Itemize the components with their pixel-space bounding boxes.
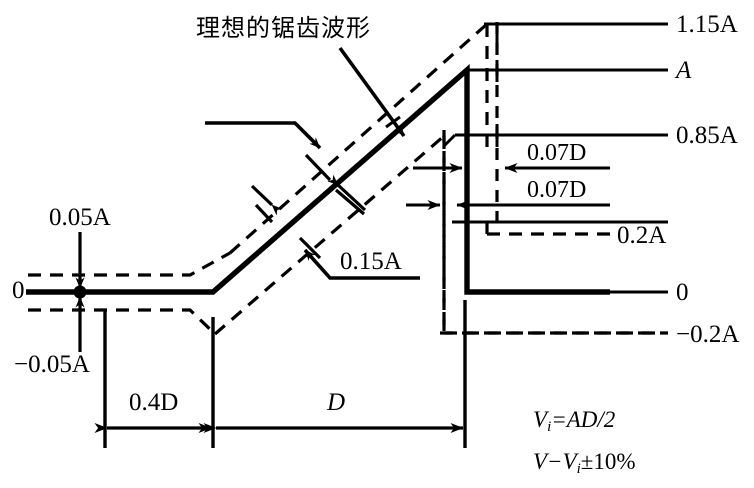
formula-tol-lead: V−V bbox=[533, 449, 577, 474]
dimension-extension-lines bbox=[103, 300, 467, 448]
formula-tol-subscript: i bbox=[576, 461, 581, 477]
upper-tolerance-envelope bbox=[28, 22, 489, 277]
envelope-hook-085a bbox=[442, 133, 457, 148]
label-015a: 0.15A bbox=[340, 248, 402, 275]
reference-level-lines bbox=[452, 22, 668, 294]
label-zero-left: 0 bbox=[12, 277, 25, 304]
formula-vi-subscript: i bbox=[547, 419, 552, 435]
formula-tol-rest: ±10% bbox=[580, 449, 636, 474]
label-085a: 0.85A bbox=[676, 122, 738, 149]
leader-015a bbox=[303, 248, 420, 280]
label-neg02a: −0.2A bbox=[676, 321, 740, 348]
leader-tick bbox=[385, 115, 401, 129]
formula-vi-rest: =AD/2 bbox=[551, 407, 616, 432]
ramp-tolerance-ticks bbox=[254, 153, 366, 260]
label-02a: 0.2A bbox=[617, 222, 667, 249]
label-115a: 1.15A bbox=[676, 11, 738, 38]
label-minus-005a: −0.05A bbox=[14, 351, 90, 378]
label-plus-005a: 0.05A bbox=[49, 204, 111, 231]
ramp-band-arrow-upper bbox=[327, 174, 367, 212]
label-04d: 0.4D bbox=[129, 389, 179, 416]
ideal-waveform-annotation: 理想的锯齿波形 bbox=[196, 14, 371, 42]
label-007d-lower: 0.07D bbox=[527, 177, 587, 203]
leader-upper-tolerance bbox=[205, 121, 322, 150]
ramp-band-arrow-lower bbox=[250, 184, 283, 216]
label-007d-upper: 0.07D bbox=[527, 140, 587, 166]
label-a: A bbox=[676, 57, 692, 84]
formula-tolerance: V−Vi±10% bbox=[533, 450, 636, 477]
ideal-sawtooth-trace bbox=[26, 64, 610, 295]
formula-vi: Vi=AD/2 bbox=[533, 408, 615, 435]
formula-vi-v: V bbox=[533, 407, 548, 432]
origin-dot bbox=[73, 285, 87, 299]
label-zero-right: 0 bbox=[676, 279, 689, 306]
label-d: D bbox=[327, 389, 346, 416]
